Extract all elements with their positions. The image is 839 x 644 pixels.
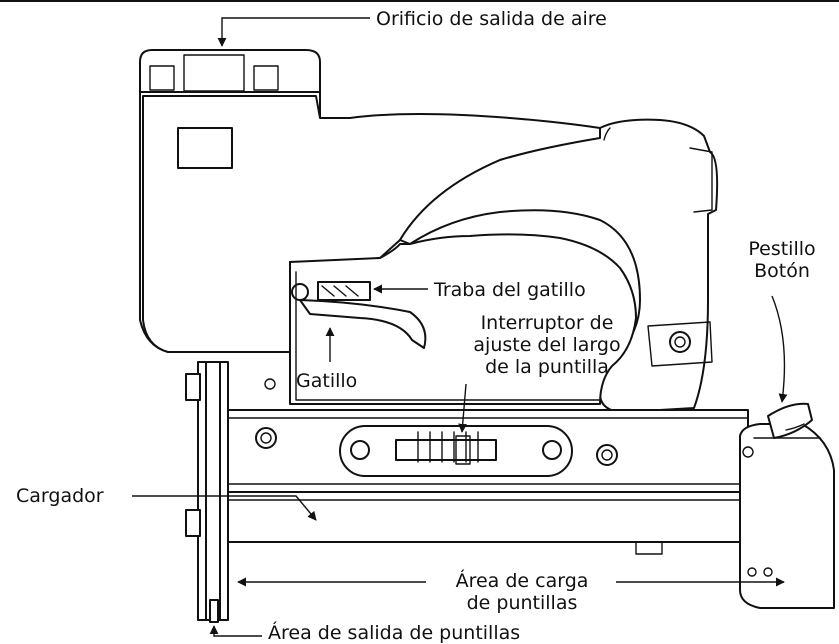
label-latch-button-line2: Botón <box>754 260 810 282</box>
tool-body <box>139 49 719 413</box>
label-latch-button: Pestillo Botón <box>734 238 830 282</box>
nose-assembly <box>185 361 276 623</box>
label-loading-area-line1: Área de carga <box>455 570 589 592</box>
label-air-exhaust: Orificio de salida de aire <box>376 8 607 30</box>
label-length-switch-line3: de la puntilla <box>485 356 609 378</box>
label-trigger: Gatillo <box>296 370 358 392</box>
label-loading-area-line2: de puntillas <box>466 592 578 614</box>
label-latch-button-line1: Pestillo <box>748 238 816 260</box>
label-length-switch: Interruptor de ajuste del largo de la pu… <box>452 312 642 378</box>
label-magazine: Cargador <box>16 485 104 507</box>
label-trigger-lock: Traba del gatillo <box>434 279 586 301</box>
magazine-rail <box>227 409 749 555</box>
leader-lines <box>132 17 788 637</box>
label-exit-area: Área de salida de puntillas <box>268 622 521 644</box>
rear-cap <box>739 402 835 609</box>
label-loading-area: Área de carga de puntillas <box>422 570 622 614</box>
trigger-assembly <box>291 281 427 349</box>
label-length-switch-line2: ajuste del largo <box>473 334 621 356</box>
label-length-switch-line1: Interruptor de <box>480 312 614 334</box>
